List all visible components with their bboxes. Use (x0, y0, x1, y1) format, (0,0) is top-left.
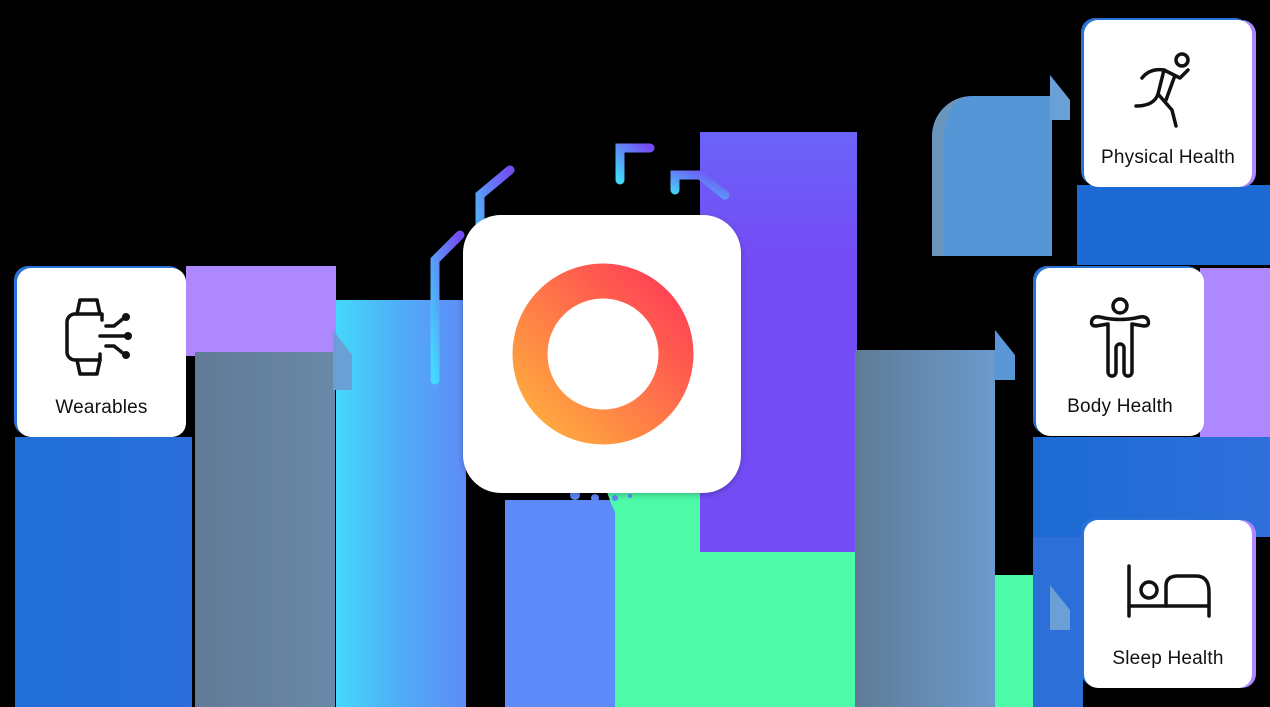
bed-icon (1127, 564, 1211, 618)
orange-ring-app-icon (512, 263, 694, 445)
physical-health-label: Physical Health (1101, 147, 1235, 168)
wearables-label: Wearables (55, 397, 148, 418)
hub-app-tile[interactable] (463, 215, 741, 493)
running-person-icon (1134, 52, 1190, 128)
arrow-wearables-to-hub (195, 352, 335, 707)
bg-blue-center (505, 500, 615, 707)
arrow-head-physical (1050, 75, 1070, 120)
physical-health-card[interactable]: Physical Health (1084, 20, 1252, 187)
body-health-label: Body Health (1067, 396, 1173, 417)
bg-blue-left (15, 437, 192, 707)
arrow-head-body (995, 330, 1015, 380)
arrow-head-left (333, 330, 352, 390)
bg-blue-right-top (1077, 185, 1270, 265)
bg-purple-right-mid (1200, 268, 1270, 438)
arrow-head-sleep (1050, 585, 1070, 630)
bg-purple-left (186, 266, 336, 356)
sleep-health-card[interactable]: Sleep Health (1084, 520, 1252, 688)
body-health-card[interactable]: Body Health (1036, 268, 1204, 436)
sleep-health-label: Sleep Health (1112, 648, 1224, 669)
arrow-up-branch (932, 96, 1052, 256)
body-figure-icon (1089, 297, 1151, 378)
wearables-card[interactable]: Wearables (17, 268, 186, 437)
arrow-hub-to-targets (855, 350, 995, 707)
smartwatch-icon (65, 298, 132, 376)
